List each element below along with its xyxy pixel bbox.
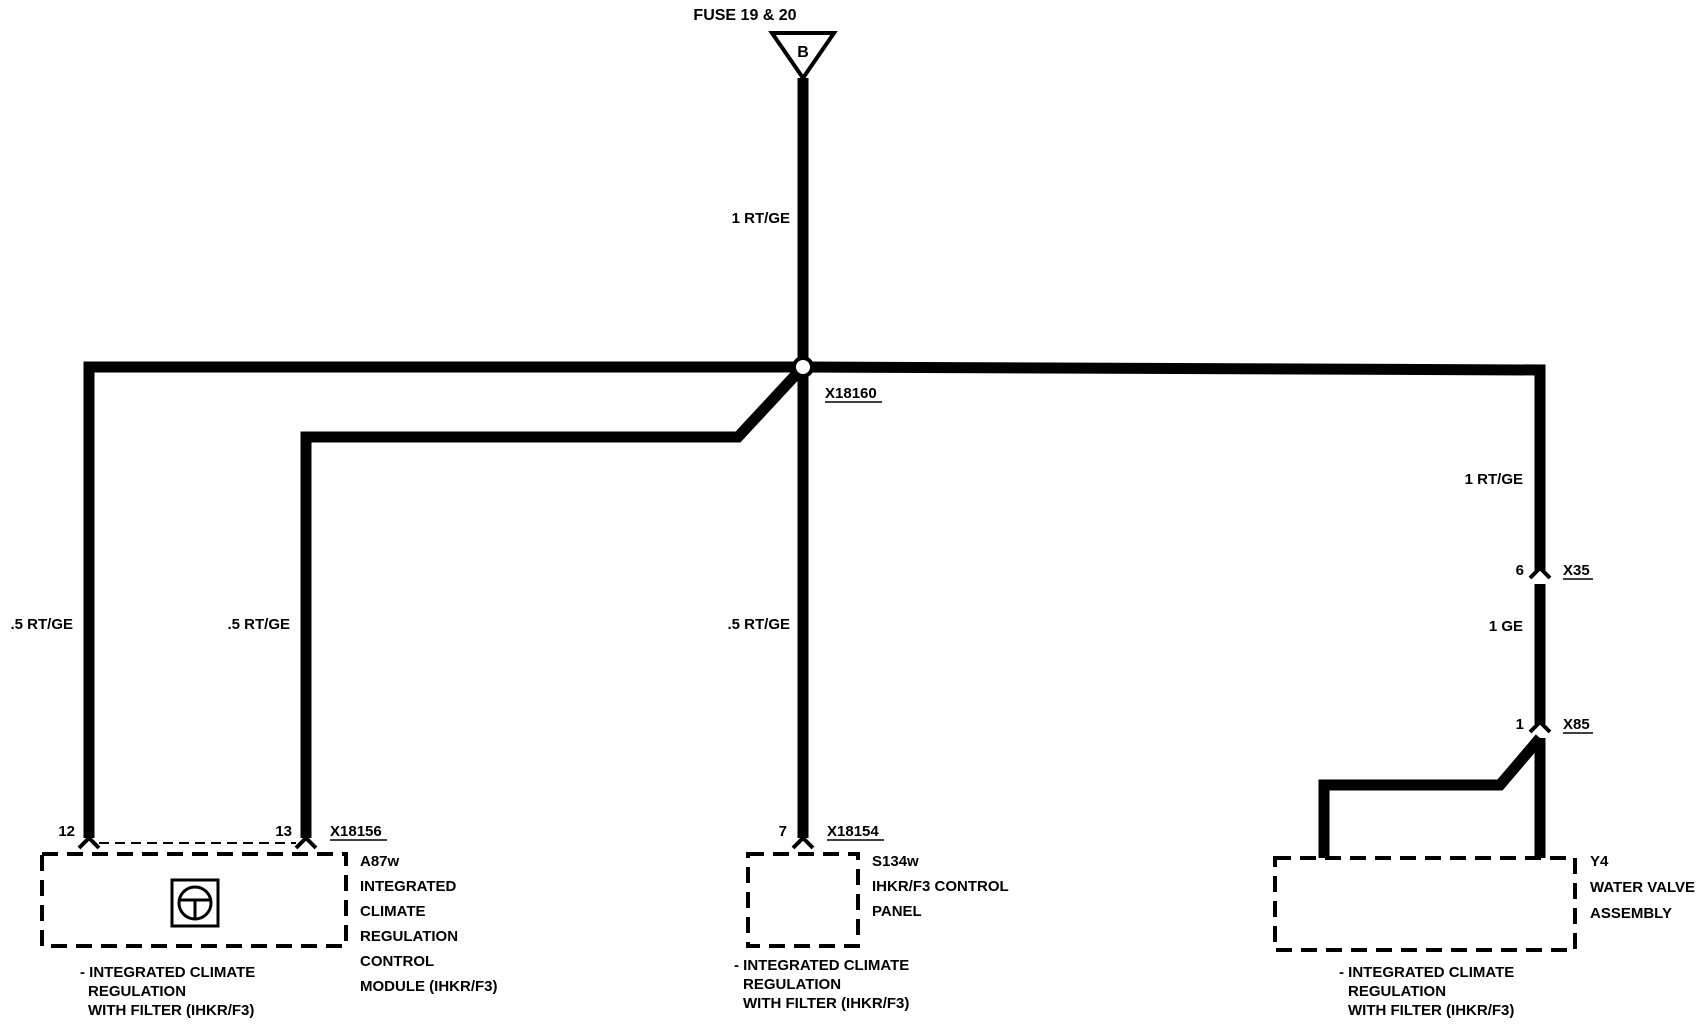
connector-x18156-id: X18156	[330, 823, 382, 840]
a87w-note-1: REGULATION	[88, 983, 186, 1000]
wire-right-lower-label: 1 GE	[1489, 618, 1523, 635]
a87w-line-4: CONTROL	[360, 953, 434, 970]
wire-left1-label: .5 RT/GE	[10, 616, 73, 633]
connector-x18156-pin-b: 13	[275, 823, 292, 840]
wire-left2-label: .5 RT/GE	[227, 616, 290, 633]
y4-box	[1273, 856, 1577, 952]
connector-x35-id: X35	[1563, 562, 1590, 579]
s134w-box	[746, 852, 860, 948]
wire-main-label: 1 RT/GE	[732, 210, 790, 227]
a87w-note-0: - INTEGRATED CLIMATE	[80, 964, 255, 981]
steering-wheel-icon	[170, 878, 220, 928]
s134w-line-1: IHKR/F3 CONTROL	[872, 878, 1009, 895]
connector-x18154-symbol	[791, 835, 815, 850]
fuse-terminal-triangle	[768, 31, 838, 82]
wire-branch-13	[300, 363, 808, 838]
a87w-line-0: A87w	[360, 853, 400, 870]
splice-label: X18160	[825, 385, 877, 402]
s134w-note-2: WITH FILTER (IHKR/F3)	[743, 995, 909, 1012]
y4-note-2: WITH FILTER (IHKR/F3)	[1348, 1002, 1514, 1019]
a87w-box	[40, 852, 348, 948]
y4-line-0: Y4	[1590, 853, 1609, 870]
connector-x18156-pin12-symbol	[77, 835, 101, 850]
wire-bus-left	[83, 361, 803, 838]
s134w-note-1: REGULATION	[743, 976, 841, 993]
wire-y4-return	[1318, 734, 1545, 858]
connector-x18154-pin: 7	[779, 823, 787, 840]
connector-x35-pin: 6	[1516, 562, 1524, 579]
connector-x85-pin: 1	[1516, 716, 1524, 733]
a87w-note-2: WITH FILTER (IHKR/F3)	[88, 1002, 254, 1019]
s134w-line-0: S134w	[872, 853, 919, 870]
connector-x18156-pin13-symbol	[294, 835, 318, 850]
y4-note-1: REGULATION	[1348, 983, 1446, 1000]
connector-x35-symbol	[1528, 565, 1552, 580]
connector-x85-id: X85	[1563, 716, 1590, 733]
connector-x18156-pin-a: 12	[58, 823, 75, 840]
a87w-line-2: CLIMATE	[360, 903, 426, 920]
wire-right-upper-label: 1 RT/GE	[1465, 471, 1523, 488]
s134w-line-2: PANEL	[872, 903, 922, 920]
a87w-line-5: MODULE (IHKR/F3)	[360, 978, 498, 995]
wire-bus-right	[802, 361, 1546, 570]
y4-line-1: WATER VALVE	[1590, 879, 1695, 896]
a87w-line-3: REGULATION	[360, 928, 458, 945]
fuse-label: FUSE 19 & 20	[693, 7, 796, 24]
s134w-note-0: - INTEGRATED CLIMATE	[734, 957, 909, 974]
splice-node	[792, 356, 814, 378]
connector-x18154-id: X18154	[827, 823, 879, 840]
wire-center-label: .5 RT/GE	[727, 616, 790, 633]
y4-note-0: - INTEGRATED CLIMATE	[1339, 964, 1514, 981]
a87w-line-1: INTEGRATED	[360, 878, 457, 895]
y4-line-2: ASSEMBLY	[1590, 905, 1672, 922]
connector-x85-symbol	[1528, 719, 1552, 734]
fuse-terminal-letter: B	[797, 44, 809, 61]
